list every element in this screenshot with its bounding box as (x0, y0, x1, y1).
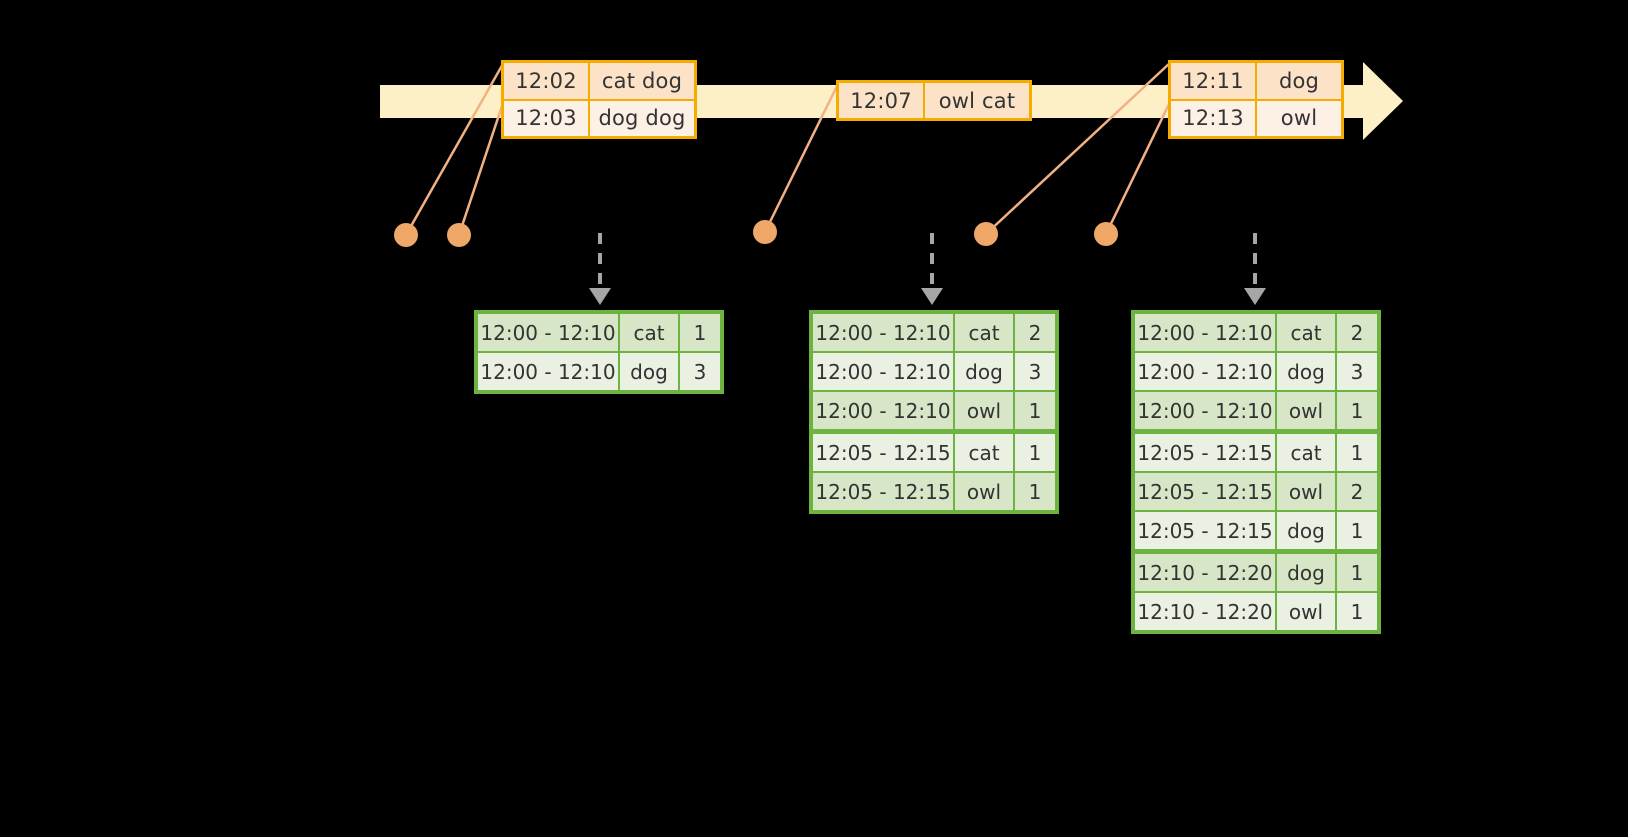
word-cell: owl (955, 473, 1013, 510)
event-dot-2-connector (457, 99, 506, 236)
event-time-cell: 12:07 (839, 83, 925, 118)
event-words-cell: dog dog (590, 100, 694, 136)
count-cell: 1 (1015, 392, 1055, 429)
count-cell: 2 (1337, 314, 1377, 351)
word-cell: dog (620, 353, 678, 390)
window-cell: 12:05 - 12:15 (813, 434, 953, 471)
count-cell: 1 (1337, 434, 1377, 471)
count-cell: 3 (1337, 353, 1377, 390)
count-cell: 3 (680, 353, 720, 390)
event-time-cell: 12:03 (504, 100, 590, 136)
window-cell: 12:05 - 12:15 (1135, 512, 1275, 549)
event-words-cell: dog (1257, 63, 1341, 99)
word-cell: owl (1277, 593, 1335, 630)
event-dot-1[interactable] (394, 223, 418, 247)
event-dot-4[interactable] (974, 222, 998, 246)
count-cell: 1 (1015, 434, 1055, 471)
event-words-cell: owl (1257, 100, 1341, 136)
window-cell: 12:05 - 12:15 (813, 473, 953, 510)
count-cell: 1 (680, 314, 720, 351)
window-cell: 12:00 - 12:10 (478, 353, 618, 390)
window-cell: 12:05 - 12:15 (1135, 434, 1275, 471)
count-cell: 1 (1337, 593, 1377, 630)
down-arrow-3-head-icon (1244, 288, 1266, 305)
word-cell: dog (1277, 512, 1335, 549)
event-dot-5[interactable] (1094, 222, 1118, 246)
word-cell: cat (1277, 314, 1335, 351)
count-cell: 1 (1337, 512, 1377, 549)
count-cell: 2 (1015, 314, 1055, 351)
event-time-cell: 12:13 (1171, 100, 1257, 136)
down-arrow-1-head-icon (589, 288, 611, 305)
count-cell: 1 (1337, 392, 1377, 429)
word-cell: owl (955, 392, 1013, 429)
event-time-cell: 12:11 (1171, 63, 1257, 99)
word-cell: dog (1277, 353, 1335, 390)
word-cell: owl (1277, 392, 1335, 429)
down-arrow-2-head-icon (921, 288, 943, 305)
count-cell: 2 (1337, 473, 1377, 510)
word-cell: owl (1277, 473, 1335, 510)
count-cell: 1 (1337, 554, 1377, 591)
window-cell: 12:00 - 12:10 (813, 392, 953, 429)
window-cell: 12:00 - 12:10 (813, 353, 953, 390)
event-time-cell: 12:02 (504, 63, 590, 99)
count-cell: 3 (1015, 353, 1055, 390)
event-dot-3[interactable] (753, 220, 777, 244)
window-cell: 12:00 - 12:10 (813, 314, 953, 351)
word-cell: cat (955, 434, 1013, 471)
window-cell: 12:10 - 12:20 (1135, 554, 1275, 591)
event-dot-5-connector (1104, 99, 1173, 235)
window-cell: 12:00 - 12:10 (478, 314, 618, 351)
window-cell: 12:05 - 12:15 (1135, 473, 1275, 510)
count-cell: 1 (1015, 473, 1055, 510)
timeline-arrowhead-icon (1363, 62, 1403, 140)
window-cell: 12:00 - 12:10 (1135, 392, 1275, 429)
word-cell: cat (1277, 434, 1335, 471)
window-cell: 12:10 - 12:20 (1135, 593, 1275, 630)
word-cell: cat (955, 314, 1013, 351)
event-words-cell: owl cat (925, 83, 1029, 118)
event-dot-2[interactable] (447, 223, 471, 247)
word-cell: dog (955, 353, 1013, 390)
window-cell: 12:00 - 12:10 (1135, 314, 1275, 351)
event-words-cell: cat dog (590, 63, 694, 99)
word-cell: dog (1277, 554, 1335, 591)
word-cell: cat (620, 314, 678, 351)
window-cell: 12:00 - 12:10 (1135, 353, 1275, 390)
